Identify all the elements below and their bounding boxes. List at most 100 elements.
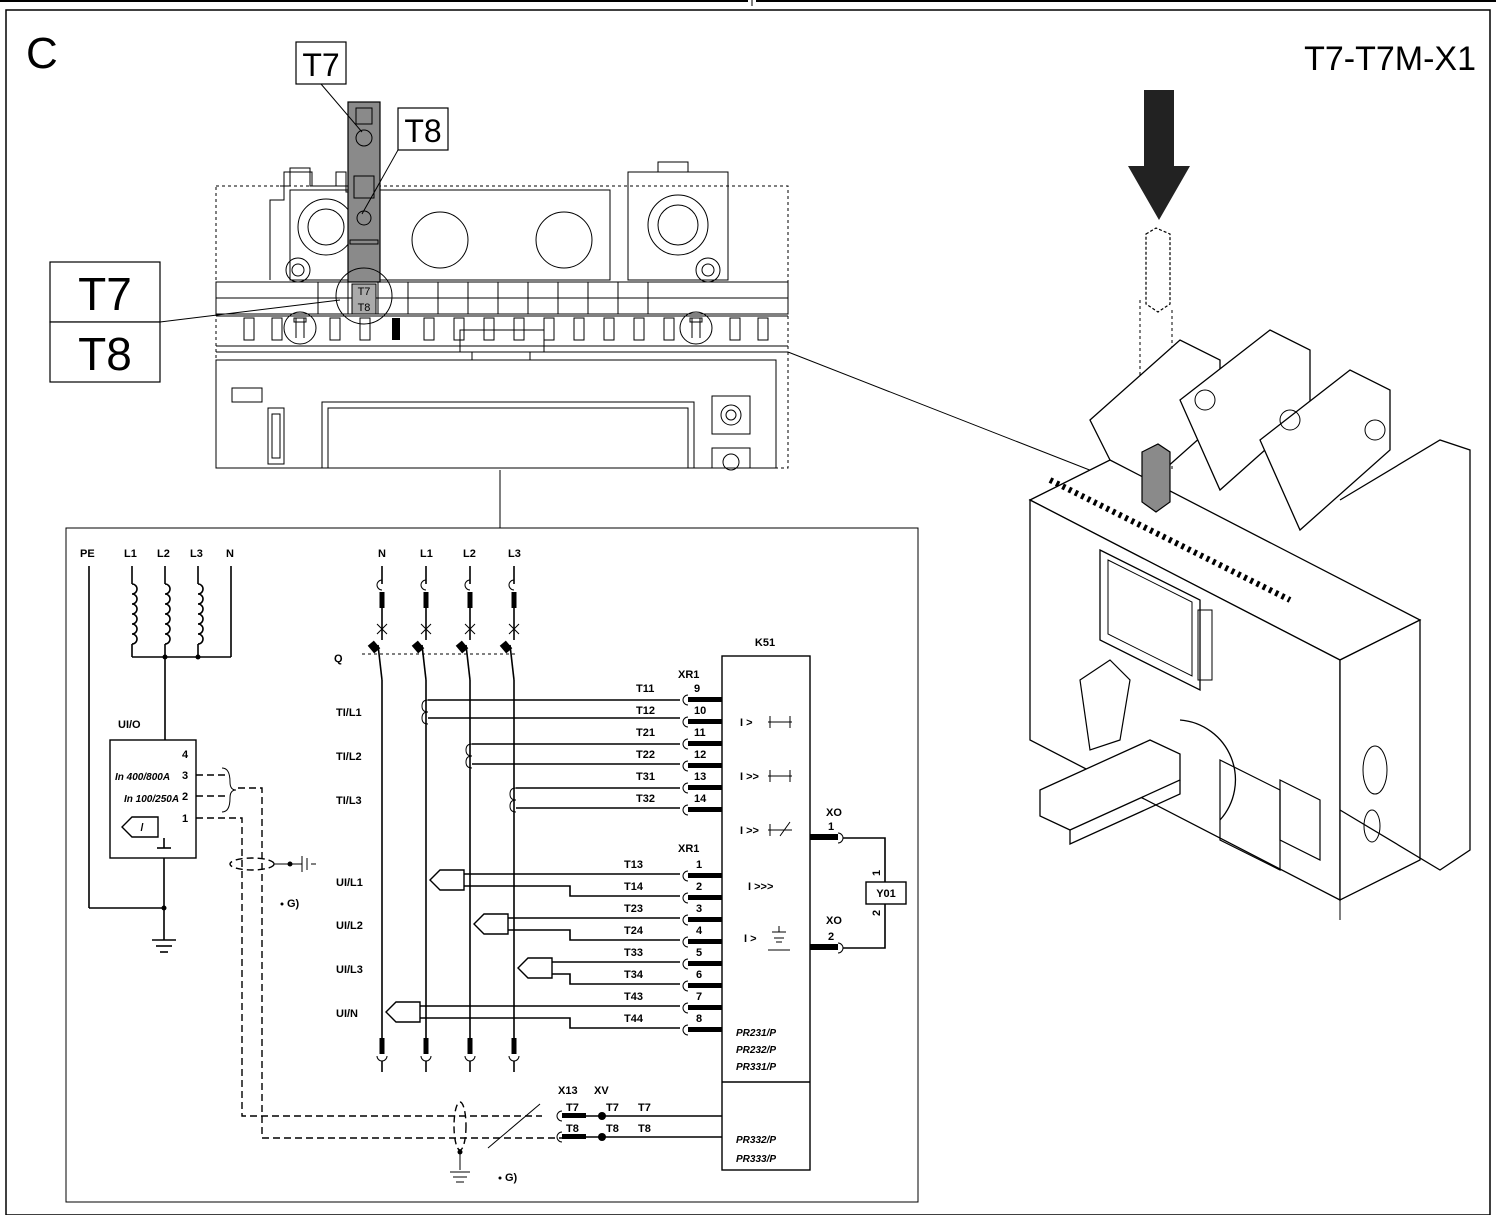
- xo-pin-2: 2: [828, 931, 834, 943]
- prot-sym-2: I >>: [740, 771, 759, 783]
- sensor-pin-3: 3: [182, 770, 188, 782]
- x13-pin-t8: T8: [566, 1123, 579, 1135]
- jumper-grey: [347, 101, 381, 283]
- figure-border: [5, 9, 1491, 1215]
- coil-pin-2: 2: [871, 910, 883, 916]
- sensor-pin-1: 1: [182, 813, 188, 825]
- insert-arrow-icon: [1128, 90, 1190, 220]
- coil-y01: [865, 881, 907, 905]
- xo-label-1: XO: [826, 807, 842, 819]
- bus-right-n: N: [378, 548, 386, 560]
- connector-x13: X13: [558, 1085, 578, 1097]
- big-label-t7: T7: [78, 268, 132, 320]
- terminal-number: 14: [694, 793, 707, 805]
- terminal-number: 7: [696, 991, 702, 1003]
- relay-box: [721, 655, 811, 1171]
- terminal-detail-view: T7 T8 T7 T8 T7 T8: [49, 41, 1111, 528]
- strip-label-t7: T7: [358, 286, 371, 298]
- terminal-code: T43: [624, 991, 643, 1003]
- terminal-number: 1: [696, 859, 702, 871]
- xo-pin-1: 1: [828, 821, 834, 833]
- terminal-number: 9: [694, 683, 700, 695]
- ct-label-l2: TI/L2: [336, 751, 362, 763]
- note-g2: G): [505, 1172, 518, 1184]
- breaker-isometric: [1028, 90, 1471, 920]
- xv-pin-t7: T7: [606, 1102, 619, 1114]
- terminal-number: 10: [694, 705, 706, 717]
- bus-right-l1: L1: [420, 548, 433, 560]
- bus-label-l1: L1: [124, 548, 137, 560]
- ui-label-l1: UI/L1: [336, 877, 363, 889]
- ct-label-l3: TI/L3: [336, 795, 362, 807]
- terminal-code: T11: [636, 683, 654, 695]
- prot-sym-4: I >>>: [748, 881, 773, 893]
- terminal-number: 8: [696, 1013, 702, 1025]
- note-g: G): [287, 898, 300, 910]
- terminal-number: 4: [696, 925, 703, 937]
- section-letter: C: [26, 29, 58, 78]
- prot-sym-3: I >>: [740, 825, 759, 837]
- model-code: T7-T7M-X1: [1304, 40, 1476, 78]
- terminal-code: T32: [636, 793, 655, 805]
- ui-label-l3: UI/L3: [336, 964, 363, 976]
- breaker-label: Q: [334, 653, 343, 665]
- xo-label-2: XO: [826, 915, 842, 927]
- bus-label-l2: L2: [157, 548, 170, 560]
- terminal-code: T24: [624, 925, 644, 937]
- terminal-code: T31: [636, 771, 655, 783]
- terminal-code: T14: [624, 881, 644, 893]
- ui-label-l2: UI/L2: [336, 920, 363, 932]
- terminal-code: T34: [624, 969, 644, 981]
- callout-t8: T8: [404, 113, 441, 149]
- bus-label-l3: L3: [190, 548, 203, 560]
- coil-pin-1: 1: [871, 870, 883, 876]
- terminal-number: 3: [696, 903, 702, 915]
- x13-pin-t7: T7: [566, 1102, 579, 1114]
- sensor-pin-4: 4: [182, 749, 189, 761]
- relay-model-pr231: PR231/P: [736, 1028, 776, 1039]
- terminal-number: 2: [696, 881, 702, 893]
- sensor-rating-a: In 400/800A: [115, 772, 170, 783]
- sensor-box-label: UI/O: [118, 719, 141, 731]
- relay-model-pr331: PR331/P: [736, 1062, 776, 1073]
- terminal-number: 13: [694, 771, 706, 783]
- sensor-box: [109, 739, 197, 859]
- relay-label: K51: [755, 637, 775, 649]
- terminal-code: T21: [636, 727, 655, 739]
- ct-label-l1: TI/L1: [336, 707, 362, 719]
- bus-right-l3: L3: [508, 548, 521, 560]
- terminal-code: T23: [624, 903, 643, 915]
- bus-right-l2: L2: [463, 548, 476, 560]
- coil-label: Y01: [876, 888, 896, 900]
- terminal-number: 11: [694, 727, 706, 739]
- strip-label-t8: T8: [358, 302, 371, 314]
- relay-model-pr232: PR232/P: [736, 1045, 776, 1056]
- terminal-code: T13: [624, 859, 643, 871]
- xr1-top-label: XR1: [678, 669, 699, 681]
- sensor-rating-b: In 100/250A: [124, 794, 179, 805]
- big-label-t8: T8: [78, 328, 132, 380]
- wiring-schematic: PE L1 L2 L3 N UI/O 4 3 2 1 In 400/800A I…: [65, 527, 919, 1203]
- svg-text:/: /: [140, 822, 143, 834]
- relay-model-pr333: PR333/P: [736, 1154, 776, 1165]
- terminal-number: 12: [694, 749, 706, 761]
- sensor-pin-2: 2: [182, 791, 188, 803]
- prot-sym-5: I >: [744, 933, 757, 945]
- terminal-code: T22: [636, 749, 655, 761]
- terminal-number: 6: [696, 969, 702, 981]
- terminal-code: T33: [624, 947, 643, 959]
- xr1-bottom-label: XR1: [678, 843, 699, 855]
- terminal-code: T12: [636, 705, 655, 717]
- connector-xv: XV: [594, 1085, 609, 1097]
- line-t7: T7: [638, 1102, 651, 1114]
- bus-label-n: N: [226, 548, 234, 560]
- ui-label-n: UI/N: [336, 1008, 358, 1020]
- line-t8: T8: [638, 1123, 651, 1135]
- terminal-number: 5: [696, 947, 702, 959]
- xv-pin-t8: T8: [606, 1123, 619, 1135]
- terminal-code: T44: [624, 1013, 644, 1025]
- prot-sym-1: I >: [740, 717, 753, 729]
- relay-model-pr332: PR332/P: [736, 1135, 776, 1146]
- callout-t7: T7: [302, 47, 339, 83]
